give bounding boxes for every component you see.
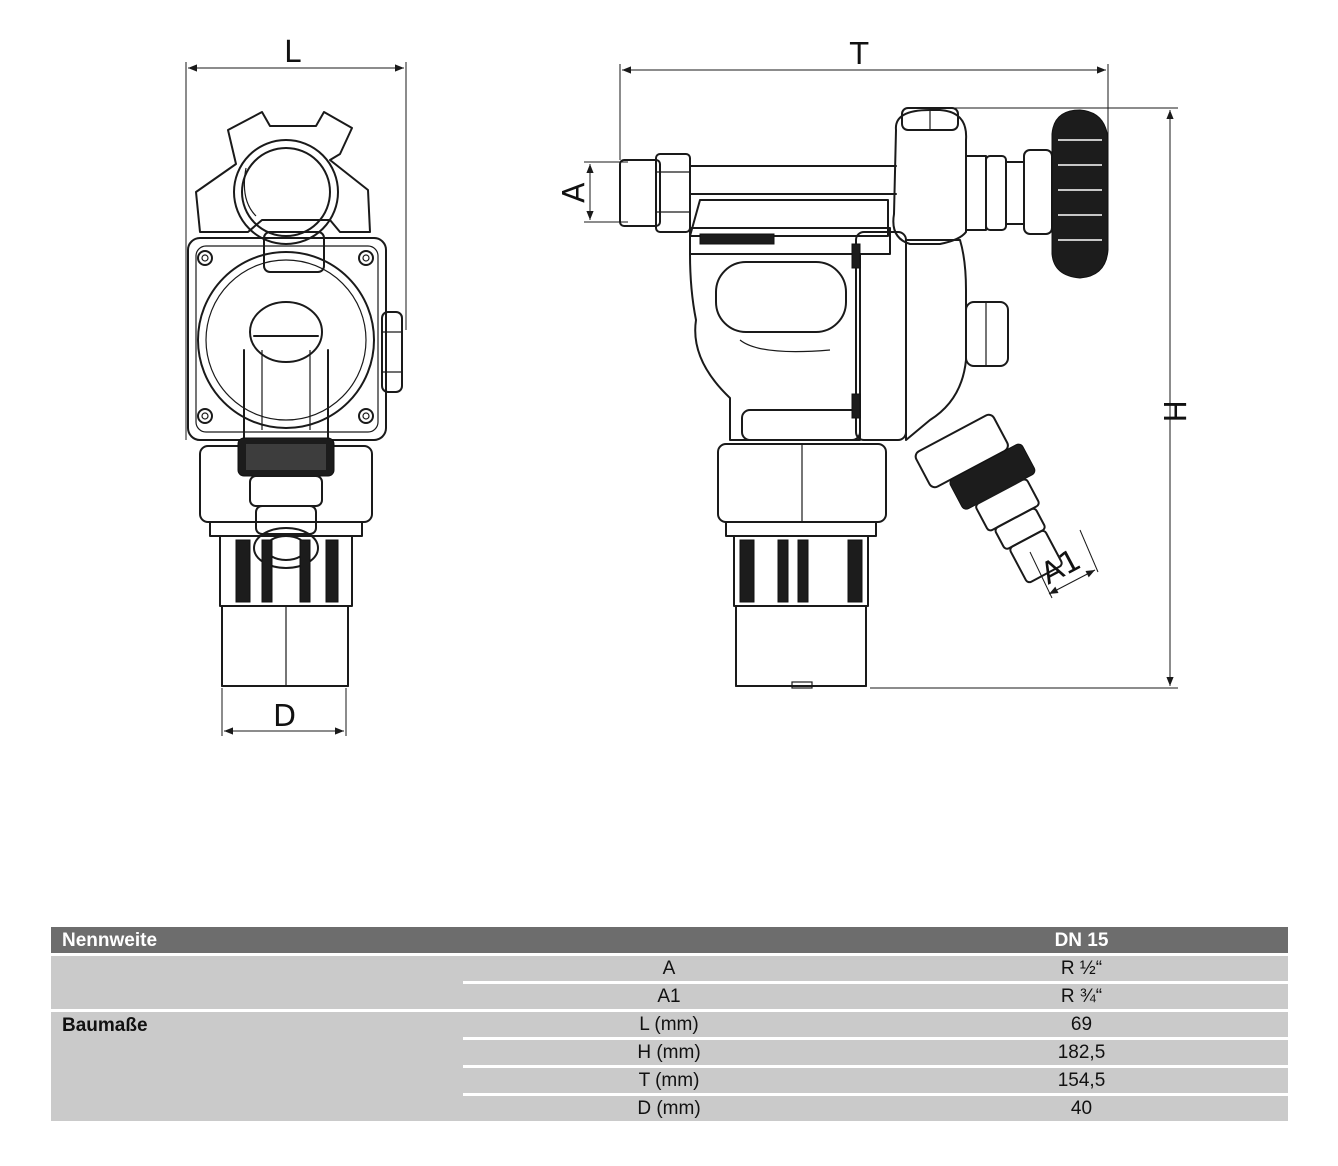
row-param: L (mm) [463,1010,875,1040]
technical-drawing: L [185,35,1191,736]
table-row: T (mm) 154,5 [51,1066,1288,1096]
dim-label-A1: A1 [1035,543,1086,592]
row-param: H (mm) [463,1038,875,1068]
row-value: 40 [875,1094,1288,1121]
dim-label-A: A [557,182,592,203]
row-param: A [463,954,875,984]
dim-label-H: H [1156,400,1191,423]
row-param: A1 [463,982,875,1012]
row-param: T (mm) [463,1066,875,1096]
row-param: D (mm) [463,1094,875,1121]
row-value: R ¾“ [875,982,1288,1012]
row-value: R ½“ [875,954,1288,984]
row-value: 182,5 [875,1038,1288,1068]
dimensions-table: Nennweite DN 15 A R ½“ A1 R ¾“ Baumaße L… [51,927,1288,1121]
table-row: D (mm) 40 [51,1094,1288,1121]
table-row: A R ½“ [51,954,1288,984]
table-row: H (mm) 182,5 [51,1038,1288,1068]
dim-label-T: T [849,37,869,72]
table-header-row: Nennweite DN 15 [51,927,1288,956]
header-dn15: DN 15 [875,927,1288,956]
table-row: Baumaße L (mm) 69 [51,1010,1288,1040]
dim-label-D: D [273,699,296,734]
front-view: L [185,35,407,736]
dim-label-L: L [284,35,301,70]
group-label-baumasse: Baumaße [51,1010,463,1039]
row-value: 154,5 [875,1066,1288,1096]
table-row: A1 R ¾“ [51,982,1288,1012]
side-view: T A H [557,37,1191,689]
header-empty [463,927,875,956]
row-value: 69 [875,1010,1288,1040]
header-nennweite: Nennweite [51,927,463,956]
